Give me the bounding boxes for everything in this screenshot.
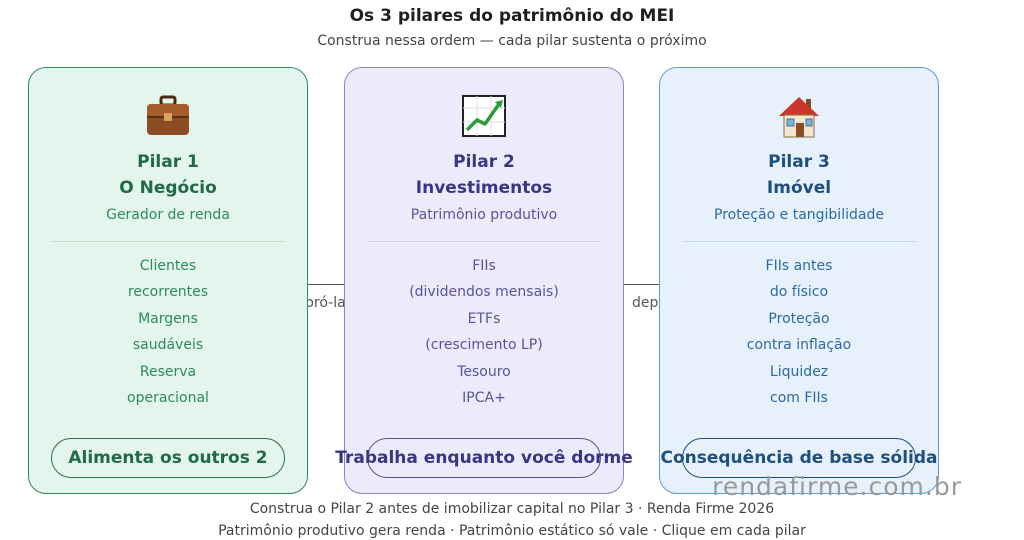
pillar-divider [51, 241, 285, 242]
briefcase-icon [29, 94, 307, 138]
pillar-name: Investimentos [415, 178, 553, 198]
connector-label-1: pró-la [305, 295, 345, 311]
pillar-badge: Alimenta os outros 2 [51, 438, 285, 478]
connector-line-1 [306, 284, 346, 285]
connector-label-2: dep [632, 295, 659, 311]
diagram-subtitle: Construa nessa ordem — cada pilar susten… [317, 33, 707, 49]
pillar-number: Pilar 3 [768, 152, 830, 172]
pillar-divider [367, 241, 601, 242]
chart-increasing-icon [345, 94, 623, 138]
pillar-name: Imóvel [766, 178, 832, 198]
house-icon [660, 94, 938, 140]
pillar-tagline: Proteção e tangibilidade [714, 207, 884, 223]
pillar-tagline: Gerador de renda [106, 207, 230, 223]
pillar-card-3[interactable]: Pilar 3 Imóvel Proteção e tangibilidade … [659, 67, 939, 494]
pillar-card-2[interactable]: Pilar 2 Investimentos Patrimônio produti… [335, 67, 633, 494]
point-item: FIIs(dividendos mensais) [409, 258, 559, 300]
diagram-title: Os 3 pilares do patrimônio do MEI [349, 6, 675, 26]
pillar-card-1[interactable]: Pilar 1 O Negócio Gerador de renda Clien… [28, 67, 308, 494]
pillar-badge: Consequência de base sólida [660, 438, 938, 478]
footer-hint: Patrimônio produtivo gera renda · Patrim… [218, 523, 806, 539]
pillar-number: Pilar 2 [453, 152, 515, 172]
pillar-badge: Trabalha enquanto você dorme [335, 438, 633, 478]
pillar-points: FIIs(dividendos mensais) ETFs(cresciment… [345, 253, 623, 412]
pillar-tagline: Patrimônio produtivo [410, 207, 558, 223]
footer-note: Construa o Pilar 2 antes de imobilizar c… [249, 501, 775, 517]
point-item: ETFs(crescimento LP) [425, 311, 543, 353]
site-watermark: rendafirme.com.br [712, 472, 962, 501]
pillar-name: O Negócio [119, 178, 217, 198]
connector-line-2 [622, 284, 660, 285]
pillar-number: Pilar 1 [137, 152, 199, 172]
pillar-divider [682, 241, 916, 242]
